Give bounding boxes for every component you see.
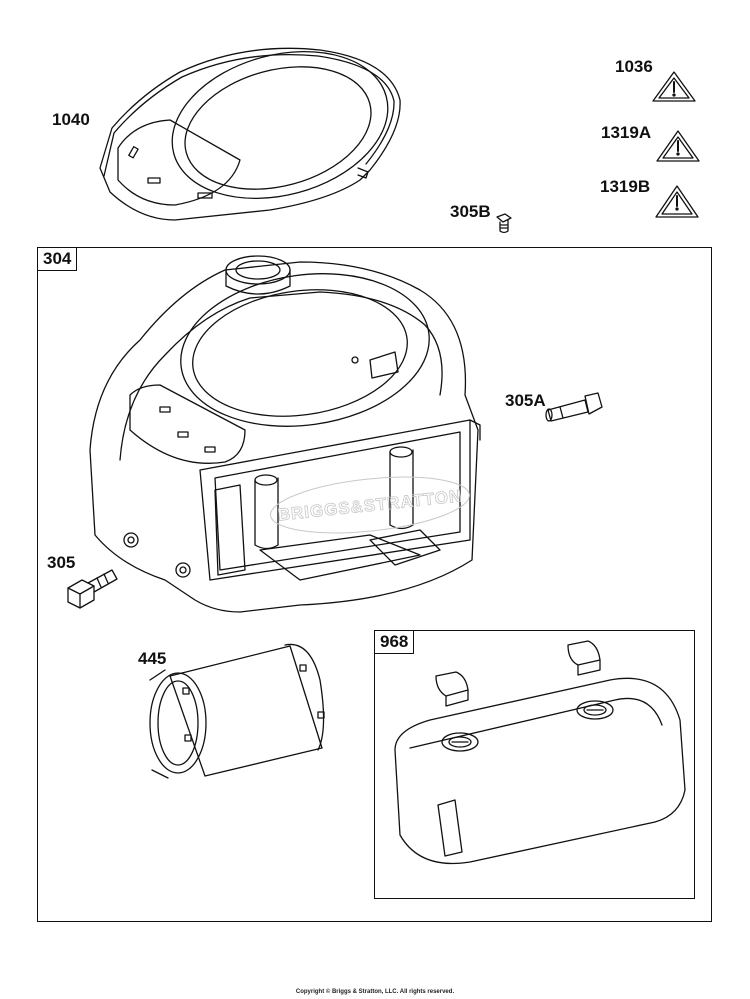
part-1036-drawing <box>652 71 696 102</box>
callout-305a[interactable]: 305A <box>505 391 546 410</box>
callout-305[interactable]: 305 <box>47 553 76 572</box>
group-304-frame <box>37 247 712 922</box>
callout-1040[interactable]: 1040 <box>52 110 90 129</box>
part-1319a-drawing <box>656 130 700 162</box>
callout-968[interactable]: 968 <box>374 630 415 654</box>
part-305b-drawing <box>496 213 512 234</box>
part-1040-drawing <box>99 47 401 221</box>
part-445-drawing <box>149 643 325 779</box>
callout-304[interactable]: 304 <box>37 247 78 271</box>
part-304-drawing <box>89 255 481 613</box>
callout-1319b[interactable]: 1319B <box>600 177 651 196</box>
part-305a-drawing <box>545 392 603 422</box>
part-1319b-drawing <box>655 185 699 218</box>
copyright-notice: Copyright © Briggs & Stratton, LLC. All … <box>295 989 455 995</box>
callout-305b[interactable]: 305B <box>450 202 491 221</box>
callout-1319a[interactable]: 1319A <box>601 123 652 142</box>
part-968-drawing <box>394 640 686 865</box>
callout-1036[interactable]: 1036 <box>615 57 653 76</box>
callout-445[interactable]: 445 <box>138 649 167 668</box>
group-968-frame <box>374 630 695 899</box>
part-305-drawing <box>67 569 118 609</box>
